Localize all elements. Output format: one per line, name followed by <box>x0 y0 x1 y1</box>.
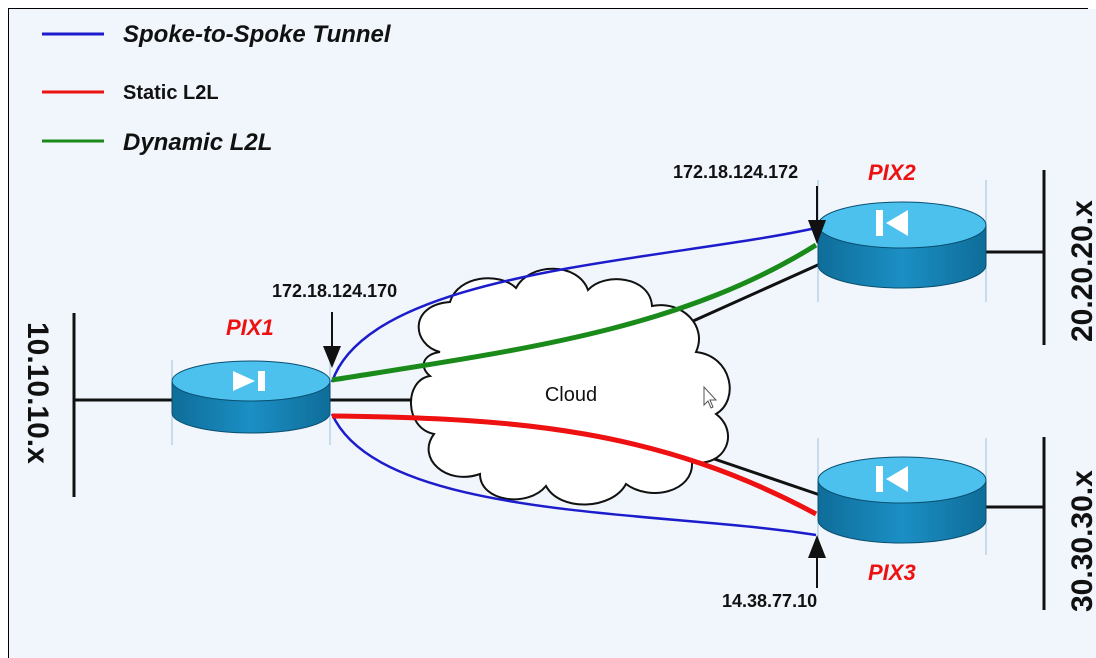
cloud-label: Cloud <box>545 384 597 406</box>
pix1-name-label: PIX1 <box>226 315 274 340</box>
tunnel-spoke-to-spoke-pix1-pix2 <box>330 226 817 383</box>
arrow-up-icon <box>808 535 826 558</box>
legend: Spoke-to-Spoke Tunnel Static L2L Dynamic… <box>42 21 392 156</box>
frame-border-left <box>8 8 9 658</box>
router-pix1 <box>171 360 331 434</box>
legend-label-spoke-to-spoke: Spoke-to-Spoke Tunnel <box>123 21 392 48</box>
frame-border-top <box>8 8 1088 9</box>
pix2-name-label: PIX2 <box>868 160 916 185</box>
cloud <box>410 267 731 506</box>
labels: 172.18.124.170 PIX1 172.18.124.172 PIX2 … <box>21 160 1096 612</box>
network-label-pix2: 20.20.20.x <box>1066 200 1096 342</box>
pix2-ip-label: 172.18.124.172 <box>673 162 798 182</box>
forward-arrow-icon <box>233 371 265 391</box>
network-label-pix3: 30.30.30.x <box>1066 470 1096 612</box>
legend-label-dynamic-l2l: Dynamic L2L <box>123 129 272 156</box>
arrow-down-icon <box>323 346 341 368</box>
ip-pointers <box>323 186 826 588</box>
tunnels <box>330 226 818 537</box>
network-segments <box>72 170 1046 610</box>
router-pix3 <box>817 456 987 544</box>
tunnel-static-l2l-pix1-pix3 <box>331 413 818 517</box>
legend-label-static-l2l: Static L2L <box>123 82 219 104</box>
tunnel-dynamic-l2l-pix1-pix2 <box>331 242 818 383</box>
pix1-ip-label: 172.18.124.170 <box>272 281 397 301</box>
tunnel-spoke-to-spoke-pix1-pix3 <box>330 413 817 537</box>
cloud-shape <box>410 267 731 506</box>
backward-arrow-icon <box>876 466 908 492</box>
pix3-ip-label: 14.38.77.10 <box>722 591 817 611</box>
link-cloud-pix2 <box>681 262 821 328</box>
pix3-name-label: PIX3 <box>868 560 916 585</box>
arrow-down-icon <box>808 220 826 244</box>
router-pix2 <box>817 201 987 289</box>
backward-arrow-icon <box>876 210 908 236</box>
network-label-pix1: 10.10.10.x <box>21 322 54 464</box>
mouse-cursor-icon <box>703 385 718 409</box>
